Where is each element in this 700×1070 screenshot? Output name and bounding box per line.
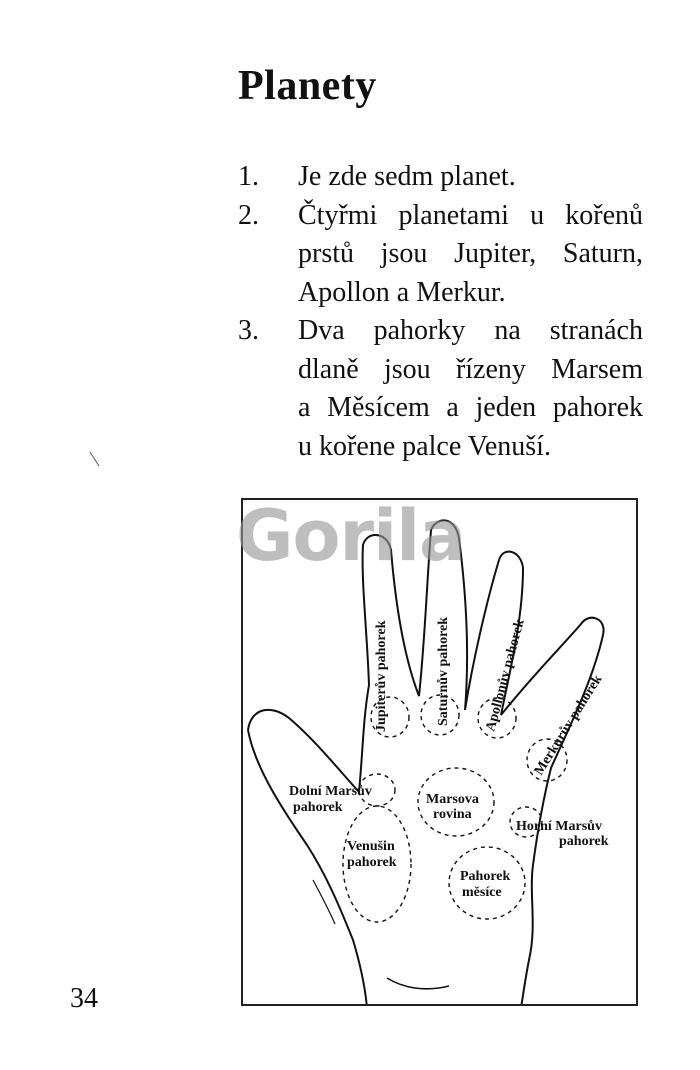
label-moon-line2: měsíce [462,885,502,900]
palm-diagram: Jupiterův pahorek Saturnův pahorek Apoll… [241,498,638,1006]
page-number: 34 [70,983,98,1014]
palm-left-edge [247,729,368,1004]
jupiter-mount [370,696,410,738]
venus-mount [342,805,412,923]
apollo-mount [477,697,517,739]
text-line: u kořene palce Venuší. [298,430,551,462]
mercury-mount [526,738,568,782]
label-upper-mars-line2: pahorek [559,834,609,849]
saturn-mount [420,694,460,736]
label-mars-plain-line2: rovina [433,807,472,822]
text-line: Je zde sedm planet. [298,161,516,192]
upper-mars-mount [509,806,543,838]
mars-plain [417,767,495,837]
text-line: dlaně jsou řízeny Marsem [298,353,643,385]
planet-list: 1. Je zde sedm planet. 2. Čtyřmi planeta… [238,158,643,466]
page-title: Planety [238,63,377,109]
wrist-crease [386,977,450,990]
label-lower-mars-line2: pahorek [293,800,343,815]
list-item-text: Čtyřmi planetami u kořenů prstů jsou Jup… [298,197,643,313]
margin-mark [89,451,100,467]
lower-mars-mount [358,773,396,807]
text-line: prstů jsou Jupiter, Saturn, [298,238,643,269]
label-moon-line1: Pahorek [460,869,511,884]
hand-outline [247,519,605,1004]
list-item-text: Je zde sedm planet. [298,158,643,197]
list-item-number: 1. [238,161,259,192]
label-venus-line2: pahorek [347,855,397,870]
label-upper-mars-line1: Horní Marsův [516,819,602,834]
label-saturn: Saturnův pahorek [436,617,451,726]
list-item: 3. Dva pahorky na stranách dlaně jsou ří… [238,312,643,466]
list-item-text: Dva pahorky na stranách dlaně jsou řízen… [298,312,643,466]
thumb-crease [312,879,336,925]
moon-mount [448,846,526,920]
list-item: 2. Čtyřmi planetami u kořenů prstů jsou … [238,197,643,313]
list-item-number: 3. [238,315,259,346]
text-line: Čtyřmi planetami u kořenů [298,199,643,231]
label-lower-mars-line1: Dolní Marsův [289,784,372,799]
text-line: Apollon a Merkur. [298,276,506,308]
label-jupiter: Jupiterův pahorek [374,620,389,732]
label-mercury: Merkurův pahorek [532,672,606,778]
label-mars-plain-line1: Marsova [426,792,479,807]
text-line: Dva pahorky na stranách [298,315,643,346]
hand-illustration: Jupiterův pahorek Saturnův pahorek Apoll… [247,519,609,1004]
label-venus-line1: Venušin [347,839,395,854]
list-item: 1. Je zde sedm planet. [238,158,643,197]
list-item-number: 2. [238,199,259,231]
mounts [342,694,568,923]
label-apollo: Apollonův pahorek [483,618,527,733]
text-line: a Měsícem a jeden pahorek [298,392,643,423]
